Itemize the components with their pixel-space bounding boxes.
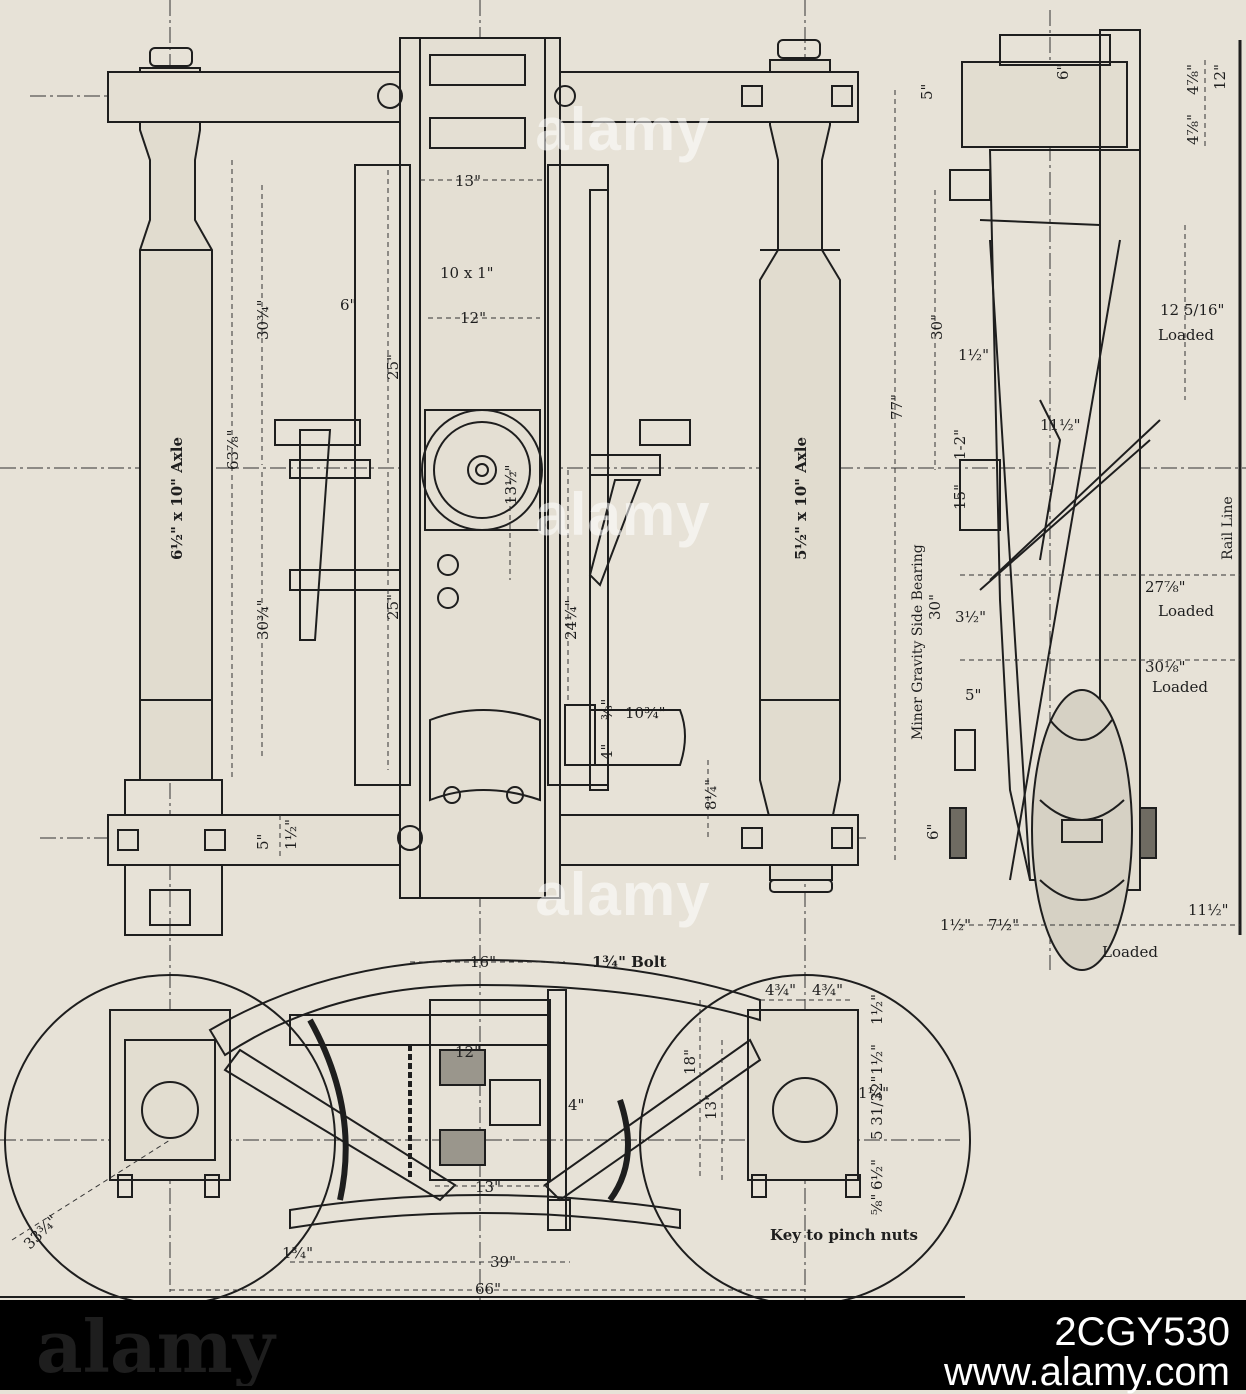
- dim-1-half-top: 1½": [868, 994, 886, 1025]
- axle-label-right: 5½" x 10" Axle: [792, 437, 810, 560]
- wheel-left: [4, 974, 336, 1300]
- locomotive-truck-drawing: 13" 10 x 1" 12" 6" 30¾" 25" 63⅞" 30¾" 25…: [0, 0, 1246, 1300]
- side-elevation: [0, 958, 971, 1300]
- end-dimension-text: 30" 77" Miner Gravity Side Bearing 30" R…: [888, 64, 1236, 961]
- dim-7: 7½": [988, 916, 1019, 934]
- dim-1-1: 1½": [958, 346, 989, 364]
- loaded-3: Loaded: [1152, 678, 1208, 696]
- dim-6-top: 6": [1054, 64, 1072, 80]
- key-label: Key to pinch nuts: [770, 1226, 918, 1244]
- dim-4-side: 4": [568, 1096, 584, 1114]
- image-id: 2CGY530: [1054, 1310, 1230, 1354]
- dim-11-low: 11½": [1188, 901, 1229, 919]
- dim-10x1: 10 x 1": [440, 264, 494, 282]
- dim-12-5: 12 5/16": [1160, 301, 1224, 319]
- dim-1-half-mid: 1½": [868, 1044, 886, 1075]
- dim-12-side: 12": [455, 1043, 481, 1061]
- dim-16: 16": [470, 953, 496, 971]
- dim-6-1: 6½": [868, 1159, 886, 1190]
- dim-24: 24¼": [562, 599, 580, 640]
- dim-1-4: 1¼": [858, 1084, 889, 1102]
- dim-5: 5": [254, 834, 272, 850]
- dim-4: 4": [598, 744, 616, 760]
- dim-30-end: 30": [928, 314, 946, 340]
- loaded-4: Loaded: [1102, 943, 1158, 961]
- loaded-2: Loaded: [1158, 602, 1214, 620]
- dim-30-loaded: 30⅛": [1145, 658, 1186, 676]
- dim-4-7-a: 4⅞": [1184, 64, 1202, 95]
- brake-levers: [274, 419, 691, 641]
- dim-11: 11½": [1040, 416, 1081, 434]
- plan-dimension-text: 13" 10 x 1" 12" 6" 30¾" 25" 63⅞" 30¾" 25…: [168, 172, 810, 850]
- miner-30: 30": [926, 594, 944, 620]
- dim-5-top: 5": [918, 84, 936, 100]
- dim-4-7-b: 4⅞": [1184, 114, 1202, 145]
- dim-1-3: 1¾": [282, 1244, 313, 1262]
- dim-66: 66": [475, 1280, 501, 1298]
- miner-label: Miner Gravity Side Bearing: [910, 544, 926, 740]
- dim-1-7: 1½": [940, 916, 971, 934]
- bolt-label: 1¾" Bolt: [592, 953, 667, 971]
- plan-dimension-lines: [231, 160, 709, 860]
- dim-1-2: 1-2": [951, 429, 969, 460]
- dim-13: 13": [455, 172, 481, 190]
- plan-view: [107, 37, 859, 936]
- dim-25-lower: 25": [384, 594, 402, 620]
- wheel-right: [639, 974, 971, 1300]
- dim-25-upper: 25": [384, 354, 402, 380]
- side-dimension-text: 16" 1¾" Bolt 12" 13" 39" 66" 33¾" 4" 18"…: [20, 953, 918, 1298]
- dim-10-3: 10¾": [625, 704, 666, 722]
- dim-15: 15": [951, 484, 969, 510]
- rail-line-label: Rail Line: [1220, 496, 1236, 560]
- dim-63: 63⅞": [224, 429, 242, 470]
- dim-3-8: ⅜": [598, 699, 616, 720]
- bolster: [399, 37, 561, 899]
- plan-bolts: [117, 83, 853, 851]
- alamy-logo: alamy: [36, 1306, 277, 1386]
- side-dimension-lines: [11, 961, 850, 1291]
- dim-27: 27⅞": [1145, 578, 1186, 596]
- dim-13-right: 13": [702, 1094, 720, 1120]
- dim-4-3-b: 4¾": [812, 981, 843, 999]
- footer-bar: alamy: [0, 1300, 1246, 1390]
- right-axle: [759, 39, 841, 893]
- svg-text:alamy: alamy: [36, 1306, 277, 1386]
- loaded-1: Loaded: [1158, 326, 1214, 344]
- image-id-block: 2CGY530 www.alamy.com: [900, 1312, 1230, 1392]
- dim-5-end: 5": [965, 686, 981, 704]
- dim-6: 6": [340, 296, 356, 314]
- dim-18: 18": [681, 1049, 699, 1075]
- end-elevation: [949, 29, 1242, 971]
- dim-12: 12": [460, 309, 486, 327]
- dim-77: 77": [888, 394, 906, 420]
- dim-5-31: 5 31/32": [868, 1076, 886, 1140]
- site-url: www.alamy.com: [944, 1350, 1230, 1394]
- dim-12-top: 12": [1211, 64, 1229, 90]
- end-dimension-lines: [894, 60, 1240, 926]
- dim-8: 8¼": [702, 779, 720, 810]
- dim-1-half: 1½": [282, 819, 300, 850]
- dim-13-hub: 13½": [502, 464, 520, 505]
- dim-13-side: 13": [475, 1178, 501, 1196]
- dim-30-upper: 30¾": [254, 299, 272, 340]
- dim-5-8: ⅝": [868, 1194, 886, 1215]
- dim-3-half: 3½": [955, 608, 986, 626]
- dim-6-end: 6": [924, 824, 942, 840]
- dim-30-lower: 30¾": [254, 599, 272, 640]
- dim-4-3-a: 4¾": [765, 981, 796, 999]
- axle-label-left: 6½" x 10" Axle: [168, 437, 186, 560]
- dim-39: 39": [490, 1253, 516, 1271]
